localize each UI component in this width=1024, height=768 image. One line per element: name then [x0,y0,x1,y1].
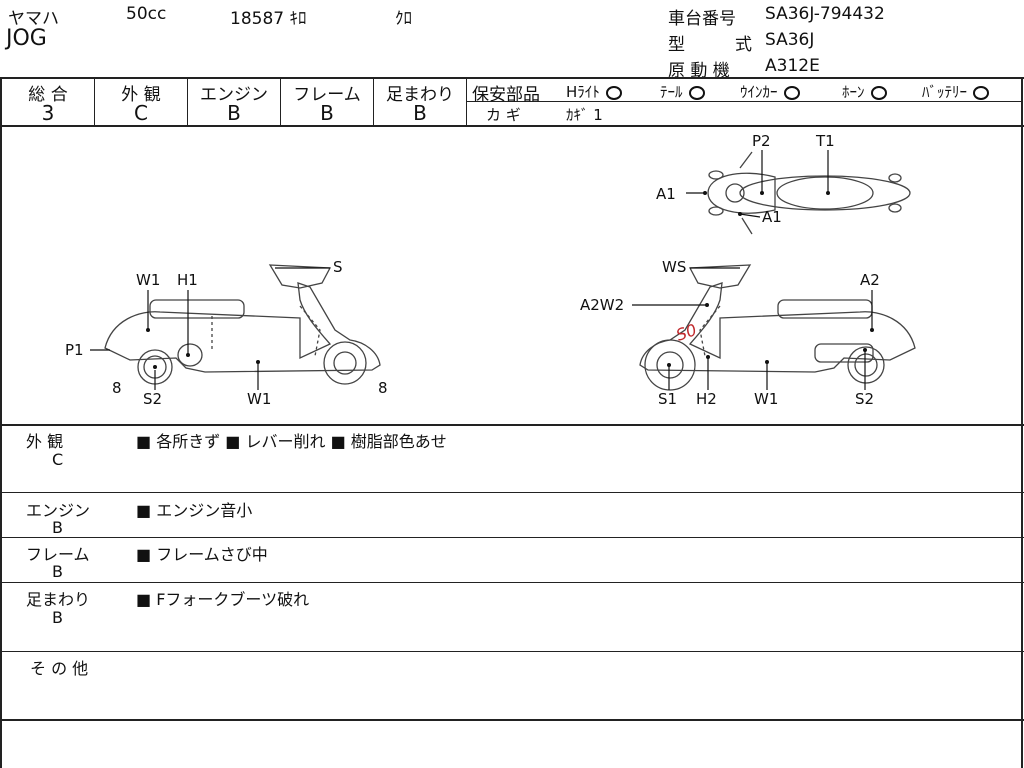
divider [0,77,2,768]
remark-grade-frame: B [52,562,63,581]
label-left-s2: S2 [143,390,162,408]
remark-grade-engine: B [52,518,63,537]
mileage: 18587 ｷﾛ [230,9,307,29]
remark-grade-suspension: B [52,608,63,627]
label-right-ws: WS [662,258,686,276]
ok-mark-icon [973,85,990,100]
divider [0,719,1024,721]
label-left-s: S [333,258,343,276]
displacement: 50cc [126,4,167,24]
safety-item-headlight: Hﾗｲﾄ [566,81,622,102]
type-label-2: 式 [735,35,752,55]
key-label: カ ギ [486,106,521,124]
remark-category-exterior: 外 観 [26,432,64,451]
color: ｸﾛ [395,9,412,29]
remark-grade-exterior: C [52,450,64,469]
remark-category-engine: エンジン [26,501,91,520]
scooter-diagram: W1 H1 S P1 8 S2 W1 8 WS A2 A2W2 S1 H2 W1… [65,132,916,408]
divider [1021,77,1023,768]
divider [0,537,1024,538]
label-right-a2w2: A2W2 [580,296,624,314]
key-value: ｶｷﾞ 1 [566,106,603,124]
label-right-w1: W1 [754,390,778,408]
engine-value: A312E [765,56,820,76]
remark-text-suspension: ■ Fフォークブーツ破れ [136,590,310,609]
maker: ヤマハ [8,9,59,29]
type-value: SA36J [765,30,815,50]
grade-label-overall: 総 合 [28,85,68,105]
grade-label-frame: フレーム [293,85,361,105]
remark-category-suspension: 足まわり [26,590,91,609]
label-top-a1-left: A1 [656,185,676,203]
safety-item-tail: ﾃｰﾙ [660,81,705,102]
remark-text-exterior: ■ 各所きず ■ レバー削れ ■ 樹脂部色あせ [136,432,447,451]
label-left-8b: 8 [378,379,388,397]
engine-label: 原 動 機 [668,61,730,81]
safety-item-battery: ﾊﾞｯﾃﾘｰ [922,81,990,102]
label-left-h1: H1 [177,271,198,289]
scooter-top-view [707,151,911,235]
label-right-h2: H2 [696,390,717,408]
remark-text-frame: ■ フレームさび中 [136,545,268,564]
remark-category-other: そ の 他 [30,659,89,678]
ok-mark-icon [688,85,705,100]
divider [0,424,1024,426]
label-right-s2: S2 [855,390,874,408]
label-right-a2: A2 [860,271,880,289]
ok-mark-icon [870,85,887,100]
ok-mark-icon [783,85,800,100]
label-left-w1-top: W1 [136,271,160,289]
label-left-8a: 8 [112,379,122,397]
grade-value-overall: 3 [41,101,55,125]
divider [0,77,1024,79]
type-label-1: 型 [668,35,685,55]
label-left-w1-bottom: W1 [247,390,271,408]
divider [94,77,95,126]
safety-label: 保安部品 [472,85,540,105]
grade-value-suspension: B [413,101,427,125]
label-left-p1: P1 [65,341,84,359]
grade-label-exterior: 外 観 [121,85,161,105]
scooter-right-side-view [639,264,916,391]
remark-category-frame: フレーム [26,545,90,564]
grade-value-engine: B [227,101,241,125]
divider [466,101,1022,102]
label-right-s1: S1 [658,390,677,408]
divider [280,77,281,126]
chassis-value: SA36J-794432 [765,4,885,24]
ok-mark-icon [605,85,622,100]
model-name: JOG [6,26,47,51]
chassis-label: 車台番号 [668,9,736,29]
label-top-p2: P2 [752,132,771,150]
divider [0,651,1024,652]
divider [187,77,188,126]
grade-value-exterior: C [134,101,148,125]
grade-label-engine: エンジン [200,85,268,105]
label-top-t1: T1 [815,132,835,150]
safety-item-horn: ﾎｰﾝ [842,81,887,102]
divider [0,582,1024,583]
grade-label-suspension: 足まわり [386,85,454,105]
label-top-a1-bottom: A1 [762,208,782,226]
grade-value-frame: B [320,101,334,125]
safety-item-winker: ｳｲﾝｶｰ [740,81,800,102]
divider [0,492,1024,493]
divider [373,77,374,126]
divider [0,125,1024,127]
scooter-left-side-view [104,264,381,385]
remark-text-engine: ■ エンジン音小 [136,501,253,520]
